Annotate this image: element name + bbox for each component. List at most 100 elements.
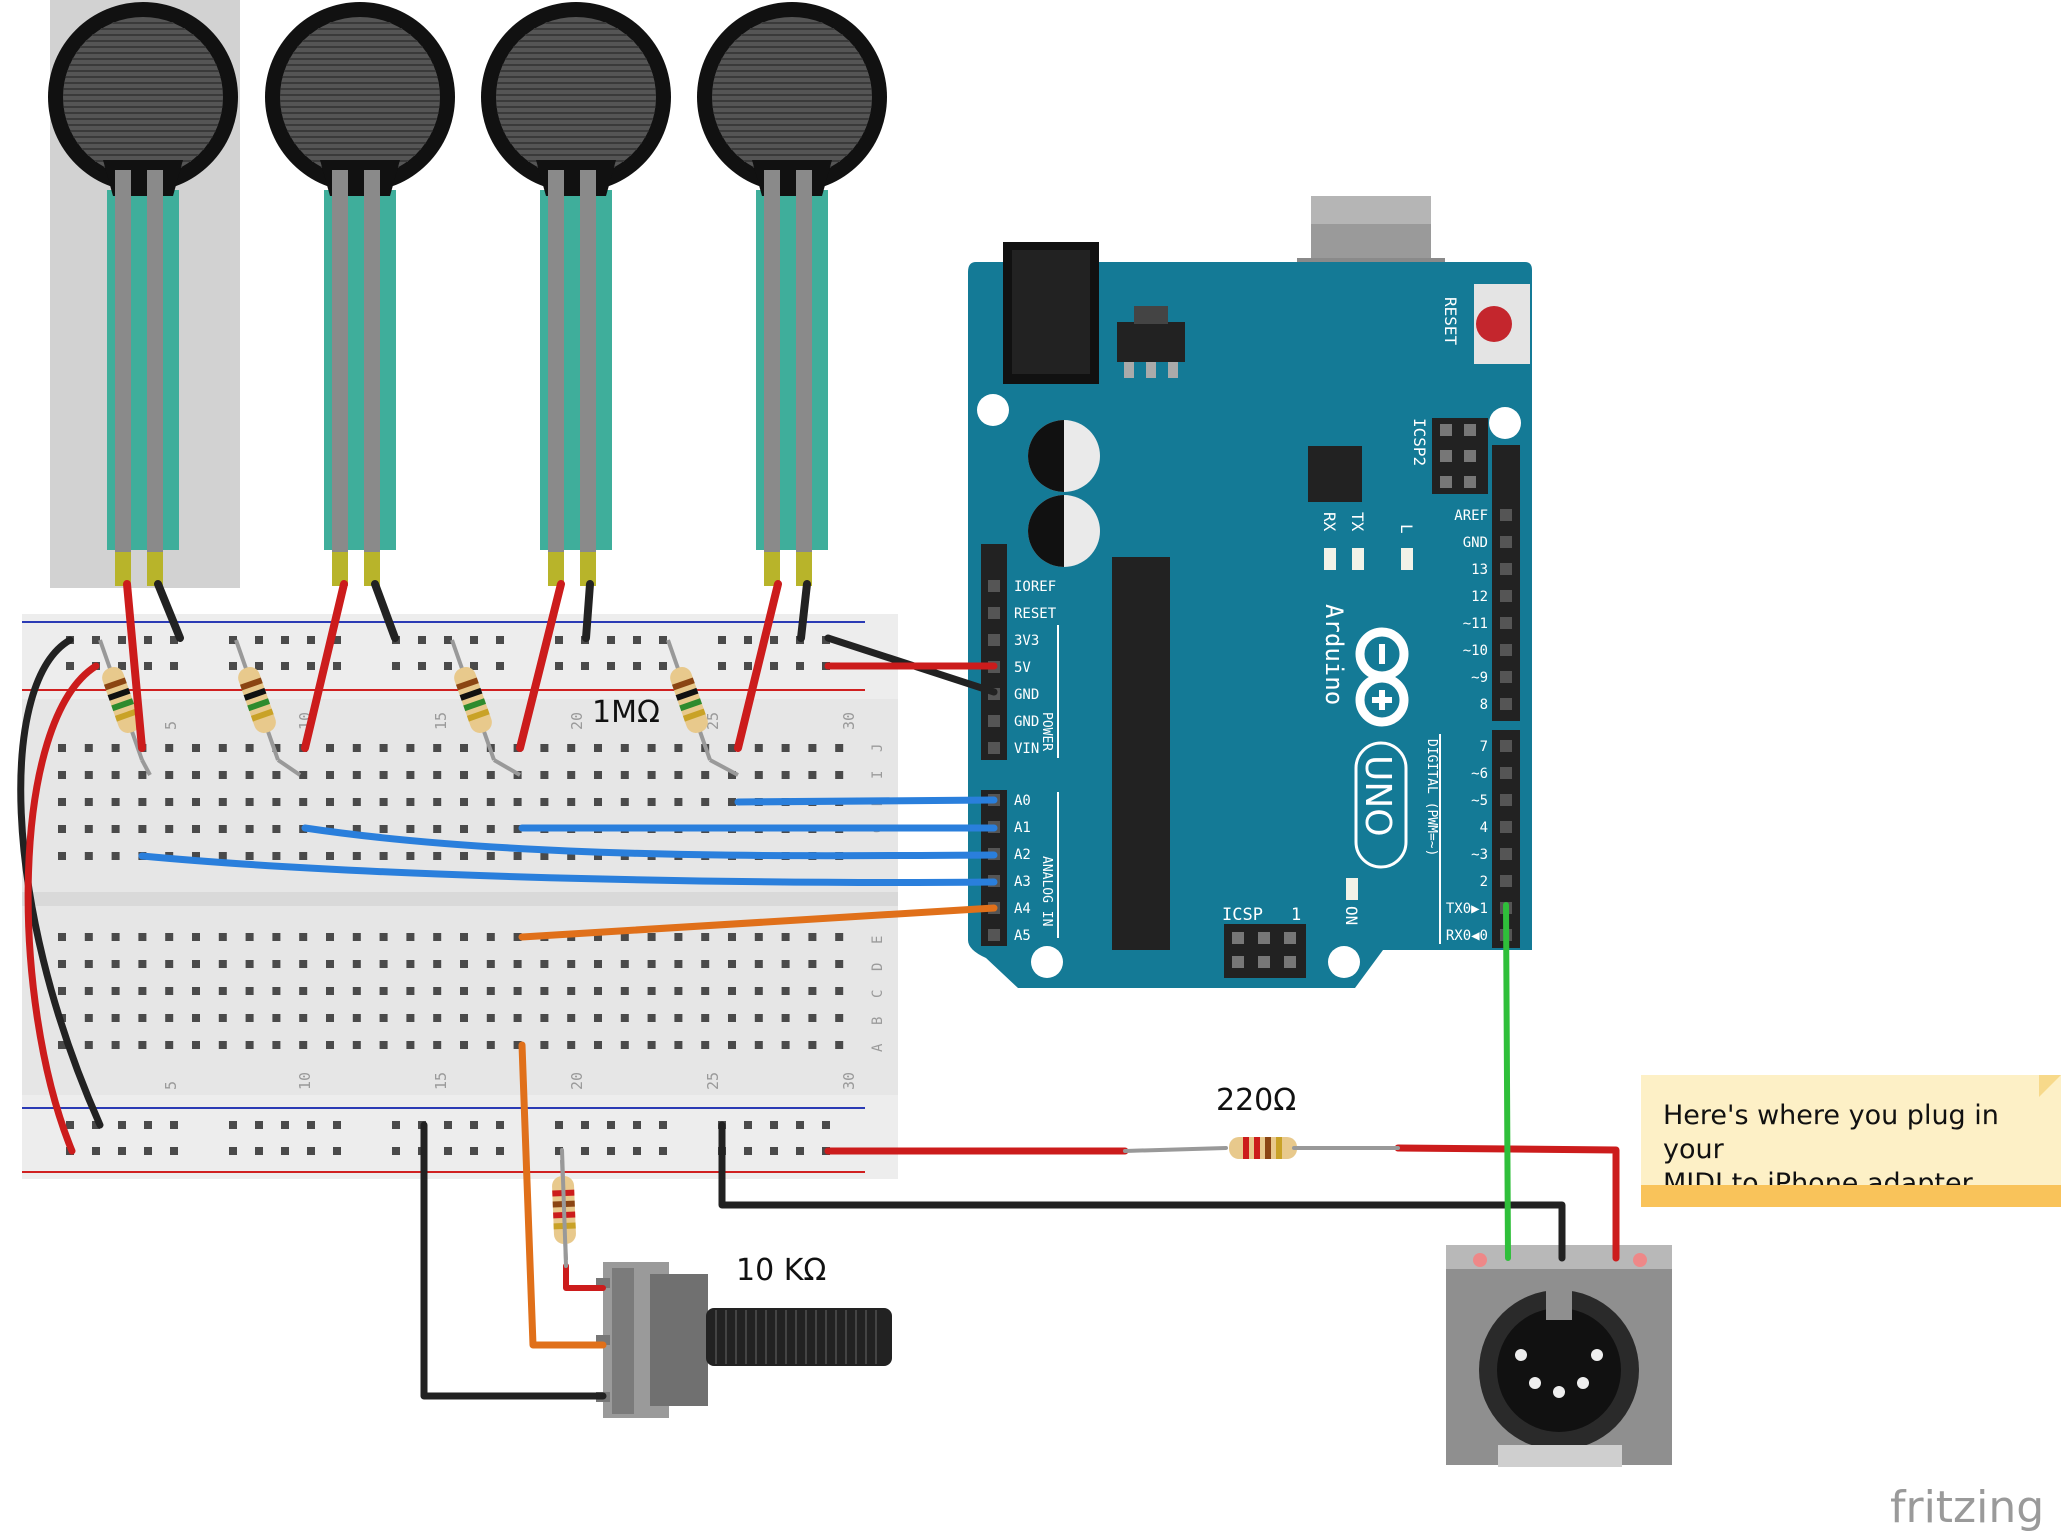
breadboard-hole <box>754 960 763 968</box>
rail-hole <box>633 1147 641 1155</box>
rail-hole <box>333 1121 341 1129</box>
wire-rail-black-left <box>17 636 104 1129</box>
wire-a2 <box>301 824 998 860</box>
rail-hole <box>607 1147 615 1155</box>
rail-hole <box>555 1121 563 1129</box>
breadboard-hole <box>299 987 308 995</box>
led-rx <box>1324 548 1336 570</box>
pin-label-power: 3V3 <box>1014 633 1039 649</box>
breadboard-hole <box>84 771 93 779</box>
breadboard-hole <box>781 1014 790 1022</box>
rail-hole <box>255 662 263 670</box>
rail-hole <box>470 1147 478 1155</box>
pin-label-power: GND <box>1014 714 1039 730</box>
pot-label: 10 KΩ <box>736 1253 826 1288</box>
breadboard-hole <box>513 798 522 806</box>
wires <box>17 580 1620 1400</box>
rail-hole <box>418 662 426 670</box>
breadboard-hole <box>513 933 522 941</box>
breadboard-hole <box>620 798 629 806</box>
power-label: POWER <box>1039 712 1054 751</box>
analog-in-label: ANALOG IN <box>1039 856 1054 926</box>
breadboard-hole <box>84 852 93 860</box>
row-label-j: J <box>870 744 886 752</box>
led-l <box>1401 548 1413 570</box>
breadboard-hole <box>486 798 495 806</box>
breadboard-hole <box>594 798 602 806</box>
breadboard-hole <box>84 1014 93 1022</box>
rail-hole <box>392 1121 400 1129</box>
rail-hole <box>118 1147 126 1155</box>
header-pin <box>988 580 1000 592</box>
resistor-1m-4 <box>666 639 712 761</box>
header-pin <box>1500 821 1512 833</box>
breadboard-hole <box>513 960 522 968</box>
rail-hole <box>659 1121 667 1129</box>
header-pin <box>1500 644 1512 656</box>
breadboard-hole <box>58 744 66 752</box>
rail-hole <box>796 662 804 670</box>
breadboard-hole <box>245 825 254 833</box>
mount-hole-2 <box>1489 407 1521 439</box>
pin-label-digital: ~10 <box>1463 643 1488 659</box>
breadboard-hole <box>272 960 281 968</box>
on-label: ON <box>1342 906 1361 925</box>
header-pin <box>988 715 1000 727</box>
breadboard-hole <box>567 1014 576 1022</box>
breadboard-hole <box>111 933 120 941</box>
breadboard-hole <box>218 960 227 968</box>
breadboard-hole <box>674 1041 683 1049</box>
icsp2-label: ICSP2 <box>1410 418 1429 466</box>
rail-hole <box>307 1121 315 1129</box>
breadboard-hole <box>218 852 227 860</box>
wire-fsr3-black <box>582 580 594 642</box>
reset-button-cap[interactable] <box>1476 306 1512 342</box>
breadboard-hole <box>594 771 602 779</box>
icsp-header <box>1224 924 1306 978</box>
wire-midi-tx-green <box>1503 902 1511 1261</box>
rail-hole <box>418 636 426 644</box>
breadboard-holes <box>58 636 844 1155</box>
breadboard-hole <box>460 933 468 941</box>
breadboard-hole <box>540 771 549 779</box>
breadboard-hole <box>58 960 66 968</box>
rail-hole <box>144 662 152 670</box>
breadboard-hole <box>701 1041 710 1049</box>
col-label-25-top: 25 <box>704 712 722 730</box>
breadboard-hole <box>138 987 147 995</box>
breadboard-hole <box>835 987 844 995</box>
breadboard-hole <box>58 933 66 941</box>
breadboard-hole <box>647 933 656 941</box>
breadboard-hole <box>192 825 200 833</box>
rail-hole <box>281 1147 289 1155</box>
rail-hole <box>255 636 263 644</box>
breadboard-hole <box>567 852 576 860</box>
header-pin <box>988 607 1000 619</box>
wire-pot-resistor-lead <box>560 1148 568 1268</box>
rail-hole <box>718 662 726 670</box>
breadboard-hole <box>433 798 442 806</box>
icsp2-header <box>1432 418 1488 494</box>
row-label-b: B <box>870 1017 886 1025</box>
breadboard-hole <box>352 825 361 833</box>
breadboard-hole <box>84 933 93 941</box>
pin-label-analog: A5 <box>1014 928 1031 944</box>
breadboard-hole <box>835 771 844 779</box>
uno-badge <box>1354 741 1408 869</box>
breadboard-hole <box>540 798 549 806</box>
wire-midi-gnd-black <box>718 1121 1566 1262</box>
breadboard-hole <box>567 798 576 806</box>
breadboard-hole <box>835 933 844 941</box>
breadboard-hole <box>567 960 576 968</box>
breadboard-hole <box>540 987 549 995</box>
row-label-e: E <box>870 936 886 944</box>
rail-hole <box>633 662 641 670</box>
rail-hole <box>718 636 726 644</box>
col-label-15-bottom: 15 <box>432 1072 450 1090</box>
rail-hole <box>581 1147 589 1155</box>
rail-hole <box>633 1121 641 1129</box>
breadboard-hole <box>808 960 817 968</box>
pin-label-digital: ~9 <box>1471 670 1488 686</box>
rail-hole <box>144 1121 152 1129</box>
breadboard-hole <box>138 798 147 806</box>
